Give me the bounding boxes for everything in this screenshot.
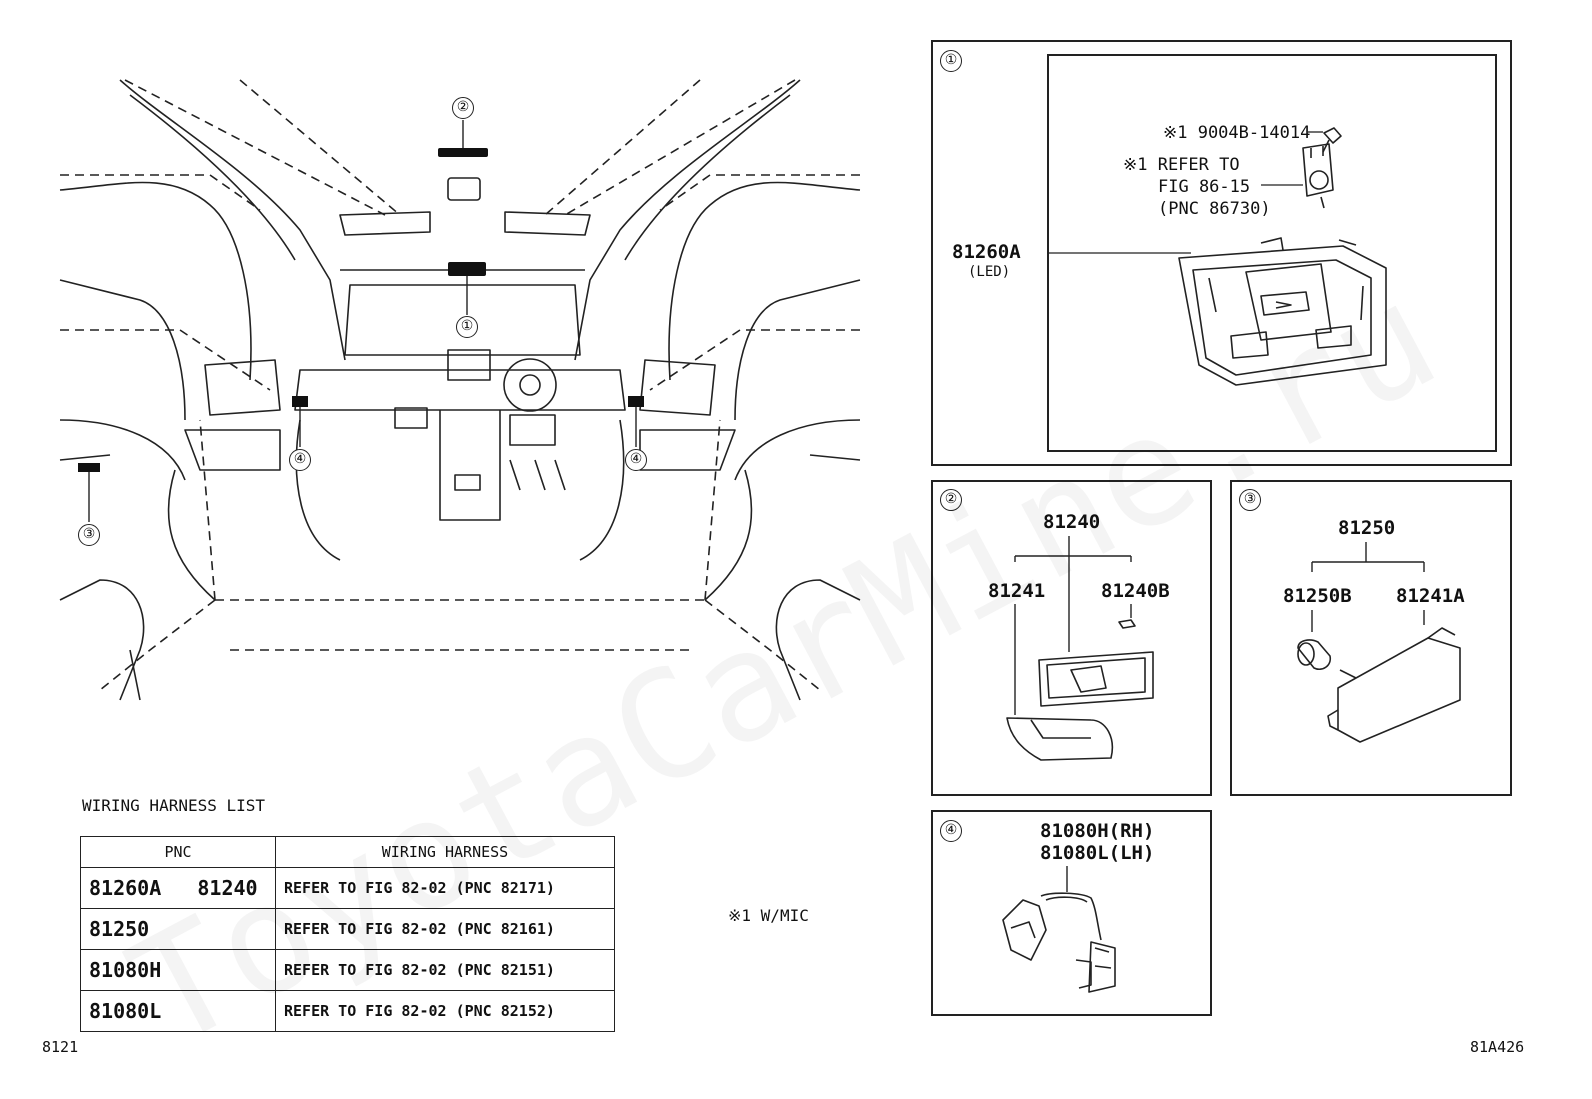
luggage-lamp-part-number: 81250 — [1338, 517, 1396, 539]
panel-2-marker: ② — [940, 489, 962, 511]
figure-code-left: 8121 — [42, 1038, 79, 1056]
harness-list-title: WIRING HARNESS LIST — [82, 796, 266, 815]
callout-1: ① — [456, 316, 478, 338]
callout-4-left: ④ — [289, 449, 311, 471]
table-row: 81250 REFER TO FIG 82-02 (PNC 82161) — [80, 908, 615, 950]
panel-4-marker: ④ — [940, 820, 962, 842]
map-lamp-assembly-drawing — [1049, 127, 1387, 386]
column-header-pnc: PNC — [80, 836, 276, 868]
panel-1-detail-frame — [1047, 54, 1497, 452]
table-row: 81260A 81240 REFER TO FIG 82-02 (PNC 821… — [80, 867, 615, 909]
screw-part-number: ※1 9004B-14014 — [1163, 123, 1311, 143]
harness-cell: REFER TO FIG 82-02 (PNC 82171) — [275, 867, 615, 909]
room-lamp-assembly-drawing — [1006, 536, 1154, 761]
pnc-cell: 81260A 81240 — [80, 867, 276, 909]
pnc-cell: 81250 — [80, 908, 276, 950]
table-row: 81080H REFER TO FIG 82-02 (PNC 82151) — [80, 949, 615, 991]
room-lamp-mark — [438, 148, 488, 157]
interior-overview-drawing — [59, 79, 861, 701]
room-lamp-part-number: 81240 — [1043, 511, 1101, 533]
room-lamp-lens-part-number: 81241 — [988, 580, 1046, 602]
panel-1 — [931, 40, 1512, 466]
luggage-lamp-assembly-drawing — [1297, 542, 1461, 743]
mic-refer-line-1: ※1 REFER TO — [1123, 155, 1240, 175]
door-courtesy-switch-drawing — [1002, 866, 1116, 993]
mic-refer-line-2: FIG 86-15 — [1158, 177, 1251, 197]
courtesy-switch-lh-part-number: 81080L(LH) — [1040, 842, 1155, 864]
pnc-cell: 81080L — [80, 990, 276, 1032]
map-lamp-part-number: 81260A — [952, 241, 1021, 263]
pnc-cell: 81080H — [80, 949, 276, 991]
map-lamp-mark — [448, 262, 486, 276]
map-lamp-led-label: (LED) — [968, 264, 1011, 280]
room-lamp-bulb-part-number: 81240B — [1101, 580, 1170, 602]
harness-cell: REFER TO FIG 82-02 (PNC 82161) — [275, 908, 615, 950]
panel-3 — [1230, 480, 1512, 796]
callout-2: ② — [452, 97, 474, 119]
table-row: 81080L REFER TO FIG 82-02 (PNC 82152) — [80, 990, 615, 1032]
courtesy-lamp-left-mark — [292, 396, 308, 407]
luggage-lamp-bulb-part-number: 81250B — [1283, 585, 1352, 607]
harness-cell: REFER TO FIG 82-02 (PNC 82152) — [275, 990, 615, 1032]
footnote-mic: ※1 W/MIC — [728, 906, 809, 925]
column-header-harness: WIRING HARNESS — [275, 836, 615, 868]
panel-3-marker: ③ — [1239, 489, 1261, 511]
figure-code-right: 81A426 — [1470, 1038, 1525, 1056]
luggage-lamp-lens-part-number: 81241A — [1396, 585, 1465, 607]
panel-1-marker: ① — [940, 50, 962, 72]
panel-2 — [931, 480, 1212, 796]
panel-4 — [931, 810, 1212, 1016]
mic-refer-line-3: (PNC 86730) — [1158, 199, 1271, 219]
courtesy-switch-rh-part-number: 81080H(RH) — [1040, 820, 1155, 842]
harness-table: PNC WIRING HARNESS 81260A 81240 REFER TO… — [80, 836, 615, 1032]
harness-cell: REFER TO FIG 82-02 (PNC 82151) — [275, 949, 615, 991]
table-header-row: PNC WIRING HARNESS — [80, 836, 615, 868]
callout-3: ③ — [78, 524, 100, 546]
luggage-lamp-mark — [78, 463, 100, 472]
courtesy-lamp-right-mark — [628, 396, 644, 407]
callout-4-right: ④ — [625, 449, 647, 471]
